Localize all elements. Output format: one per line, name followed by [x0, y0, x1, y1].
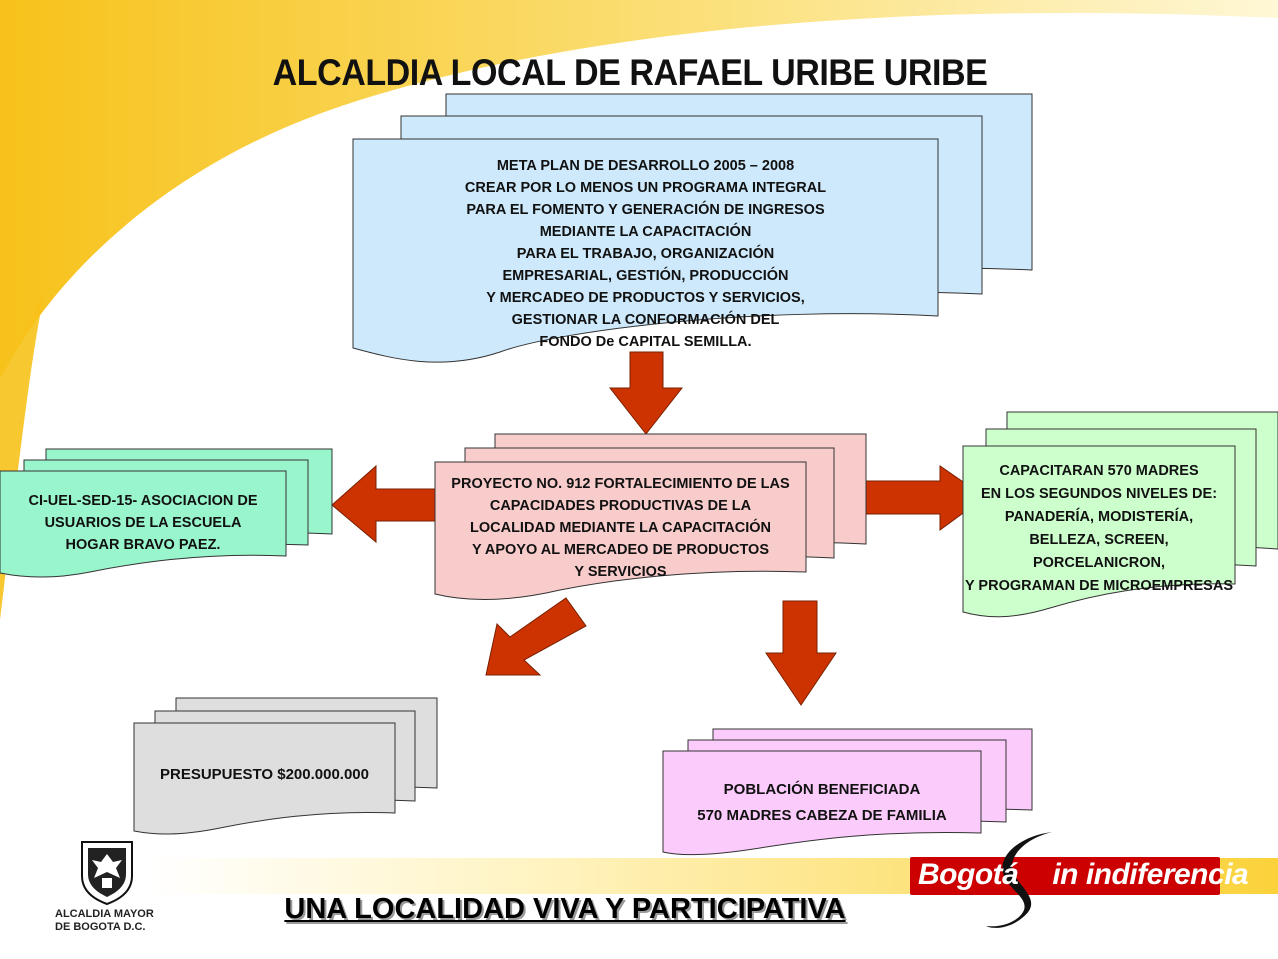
arrow-proyecto-to-asociacion — [331, 464, 441, 544]
city-logo-line-2: DE BOGOTA D.C. — [55, 920, 146, 933]
node-asociacion — [0, 448, 333, 578]
coat-of-arms-icon — [81, 841, 133, 906]
node-poblacion-label: POBLACIÓN BENEFICIADA 570 MADRES CABEZA D… — [663, 777, 981, 829]
city-logo-text: ALCALDIA MAYOR DE BOGOTA D.C. — [55, 908, 154, 933]
node-poblacion — [662, 728, 1033, 856]
node-proyecto-line: Y SERVICIOS — [574, 564, 667, 580]
node-capacitaran-line: Y PROGRAMAN DE MICROEMPRESAS — [964, 578, 1233, 594]
brand-bar — [910, 857, 1220, 895]
node-presupuesto — [133, 697, 438, 835]
node-meta-line: CREAR POR LO MENOS UN PROGRAMA INTEGRAL — [464, 180, 827, 196]
arrows — [331, 351, 986, 706]
node-proyecto-front — [434, 461, 807, 600]
slogan: UNA LOCALIDAD VIVA Y PARTICIPATIVA — [284, 893, 846, 925]
node-proyecto-line: CAPACIDADES PRODUCTIVAS DE LA — [489, 498, 752, 514]
node-meta-line: PARA EL TRABAJO, ORGANIZACIÓN — [516, 246, 775, 262]
node-poblacion-line: 570 MADRES CABEZA DE FAMILIA — [697, 807, 947, 824]
node-presupuesto-label: PRESUPUESTO $200.000.000 — [134, 764, 395, 786]
node-presupuesto-line: PRESUPUESTO $200.000.000 — [159, 766, 369, 783]
node-presupuesto-front — [133, 722, 396, 835]
city-logo-line-1: ALCALDIA MAYOR — [55, 908, 154, 920]
node-capacitaran-line: PANADERÍA, MODISTERÍA, — [1004, 509, 1194, 525]
node-meta — [352, 93, 1033, 363]
node-capacitaran-front — [962, 445, 1236, 618]
node-capacitaran-line: PORCELANICRON, — [1032, 555, 1166, 571]
node-meta-line: FONDO De CAPITAL SEMILLA. — [539, 334, 752, 350]
brand-part-1: Bogotá — [918, 858, 1019, 891]
node-meta-line: PARA EL FOMENTO Y GENERACIÓN DE INGRESOS — [466, 202, 825, 218]
node-poblacion-line: POBLACIÓN BENEFICIADA — [723, 781, 921, 798]
node-meta-front — [352, 138, 939, 363]
node-proyecto-label: PROYECTO NO. 912 FORTALECIMIENTO DE LAS C… — [435, 473, 806, 583]
node-proyecto-line: LOCALIDAD MEDIANTE LA CAPACITACIÓN — [470, 520, 771, 536]
node-capacitaran-label: CAPACITARAN 570 MADRES EN LOS SEGUNDOS NI… — [963, 460, 1235, 598]
node-asociacion-front — [0, 470, 287, 578]
background-swoosh — [0, 0, 1278, 380]
node-meta-line: META PLAN DE DESARROLLO 2005 – 2008 — [496, 158, 795, 174]
node-asociacion-label: CI-UEL-SED-15- ASOCIACION DE USUARIOS DE … — [0, 490, 286, 556]
node-capacitaran-line: EN LOS SEGUNDOS NIVELES DE: — [980, 486, 1218, 502]
brand-logo — [910, 832, 1220, 928]
node-poblacion-front — [662, 750, 982, 856]
arrow-proyecto-to-presupuesto — [485, 597, 587, 676]
node-capacitaran-line: BELLEZA, SCREEN, — [1029, 532, 1169, 548]
node-meta-line: EMPRESARIAL, GESTIÓN, PRODUCCIÓN — [502, 268, 789, 284]
arrow-proyecto-to-poblacion — [765, 600, 837, 706]
node-proyecto-line: Y APOYO AL MERCADEO DE PRODUCTOS — [471, 542, 770, 558]
page-title: ALCALDIA LOCAL DE RAFAEL URIBE URIBE — [272, 52, 988, 93]
node-meta-line: MEDIANTE LA CAPACITACIÓN — [539, 224, 752, 240]
node-asociacion-line: CI-UEL-SED-15- ASOCIACION DE — [28, 493, 258, 509]
brand-text: Bogotá in indiferencia — [918, 858, 1249, 892]
node-asociacion-line: HOGAR BRAVO PAEZ. — [65, 537, 221, 553]
arrow-meta-to-proyecto — [608, 351, 684, 435]
node-asociacion-line: USUARIOS DE LA ESCUELA — [44, 515, 242, 531]
node-meta-line: Y MERCADEO DE PRODUCTOS Y SERVICIOS, — [486, 290, 805, 306]
node-meta-line: GESTIONAR LA CONFORMACIÓN DEL — [511, 312, 780, 328]
node-capacitaran — [962, 411, 1278, 618]
node-capacitaran-line: CAPACITARAN 570 MADRES — [999, 463, 1199, 479]
brand-part-2: in indiferencia — [1052, 858, 1249, 891]
node-proyecto-line: PROYECTO NO. 912 FORTALECIMIENTO DE LAS — [451, 476, 790, 492]
node-proyecto — [434, 433, 867, 600]
background-swoosh-left — [0, 290, 45, 620]
